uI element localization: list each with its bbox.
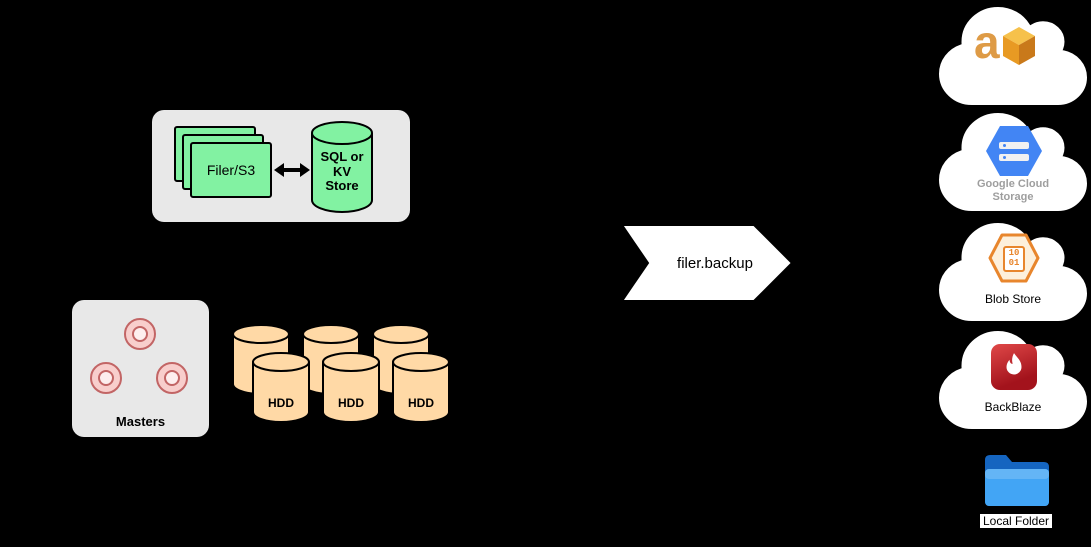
filer-store-group: Filer/S3 SQL or KV Store [152, 110, 410, 222]
blob-binary-icon: 10 01 [1003, 246, 1025, 272]
destination-google-cloud-storage: Google Cloud Storage [938, 112, 1088, 212]
gcs-label: Google Cloud Storage [938, 178, 1088, 203]
hdd-cylinder: HDD [391, 352, 451, 424]
destination-local-folder: Local Folder [966, 448, 1066, 528]
blob-binary-line2: 01 [1008, 258, 1020, 268]
aws-logo-icon: a [974, 16, 1036, 68]
filer-backup-label: filer.backup [677, 254, 753, 272]
cylinder-shape [311, 121, 373, 213]
arrow-shape [620, 224, 794, 302]
aws-cube-icon [1002, 27, 1035, 65]
bidirectional-arrow-icon [274, 163, 310, 177]
backblaze-label: BackBlaze [984, 400, 1042, 414]
sql-kv-store-cylinder: SQL or KV Store [310, 120, 374, 214]
masters-group: Masters [72, 300, 209, 437]
aws-letter: a [974, 16, 1000, 68]
gcs-label-line2: Storage [992, 190, 1034, 203]
blob-store-label: Blob Store [984, 292, 1042, 306]
master-node-icon [90, 362, 122, 394]
folder-icon [985, 455, 1049, 506]
gcs-label-line1: Google Cloud [976, 178, 1050, 190]
hdd-label: HDD [268, 396, 294, 410]
hdd-label: HDD [338, 396, 364, 410]
hdd-cylinder: HDD [251, 352, 311, 424]
destination-amazon-s3: a [938, 6, 1088, 106]
filer-label: Filer/S3 [206, 162, 256, 178]
masters-label: Masters [115, 414, 166, 429]
master-node-hole [132, 326, 148, 342]
flame-icon [1006, 353, 1022, 375]
destination-backblaze: BackBlaze [938, 330, 1088, 430]
hdd-cylinder: HDD [321, 352, 381, 424]
filer-backup-arrow: filer.backup [620, 224, 794, 302]
master-node-icon [156, 362, 188, 394]
destination-blob-store: 10 01 Blob Store [938, 222, 1088, 322]
gcs-bar-icon [999, 141, 1029, 149]
hdd-label: HDD [408, 396, 434, 410]
local-folder-label: Local Folder [979, 514, 1053, 528]
master-node-hole [98, 370, 114, 386]
gcs-bar-icon [999, 153, 1029, 161]
backblaze-icon [991, 344, 1037, 390]
blob-binary-line1: 10 [1008, 248, 1020, 259]
master-node-icon [124, 318, 156, 350]
store-label: SQL or KV Store [320, 148, 364, 194]
filer-node: Filer/S3 [190, 142, 272, 198]
master-node-hole [164, 370, 180, 386]
